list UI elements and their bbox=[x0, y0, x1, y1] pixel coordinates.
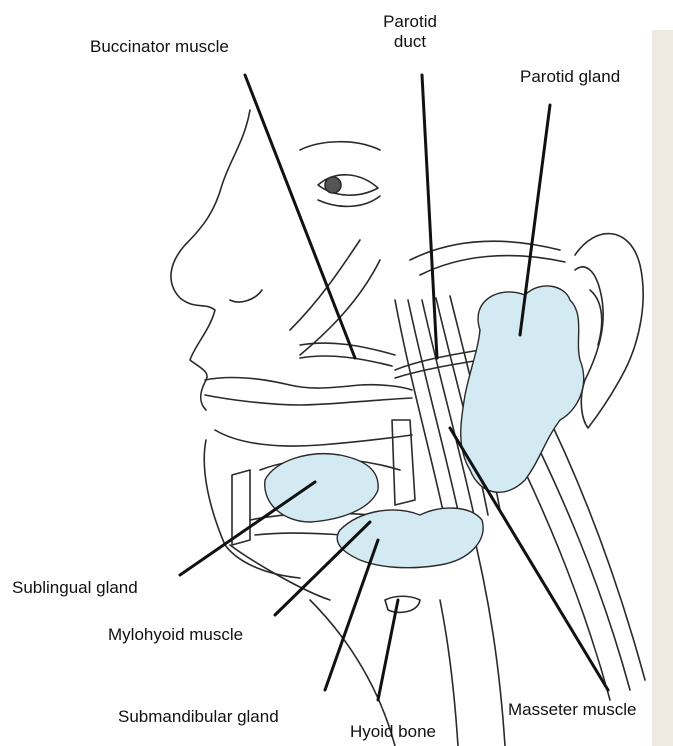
leader-sublingual bbox=[180, 482, 315, 575]
label-hyoid-bone: Hyoid bone bbox=[350, 722, 436, 742]
leader-hyoid bbox=[378, 600, 398, 700]
submandibular-gland-shape bbox=[337, 508, 483, 568]
leader-submandibular bbox=[325, 540, 378, 690]
label-sublingual-gland: Sublingual gland bbox=[12, 578, 138, 598]
glands bbox=[265, 286, 584, 568]
label-parotid-gland: Parotid gland bbox=[520, 67, 620, 87]
label-mylohyoid-muscle: Mylohyoid muscle bbox=[108, 625, 243, 645]
paper-edge bbox=[652, 30, 673, 746]
leader-parotid-duct bbox=[422, 75, 437, 358]
leader-buccinator bbox=[245, 75, 355, 358]
label-masseter-muscle: Masseter muscle bbox=[508, 700, 636, 720]
head-sketch bbox=[171, 110, 645, 746]
label-buccinator-muscle: Buccinator muscle bbox=[90, 37, 229, 57]
label-parotid-duct-line2: duct bbox=[375, 32, 445, 52]
sublingual-gland-shape bbox=[265, 454, 378, 522]
label-parotid-duct-line1: Parotid bbox=[375, 12, 445, 32]
label-submandibular-gland: Submandibular gland bbox=[118, 707, 279, 727]
